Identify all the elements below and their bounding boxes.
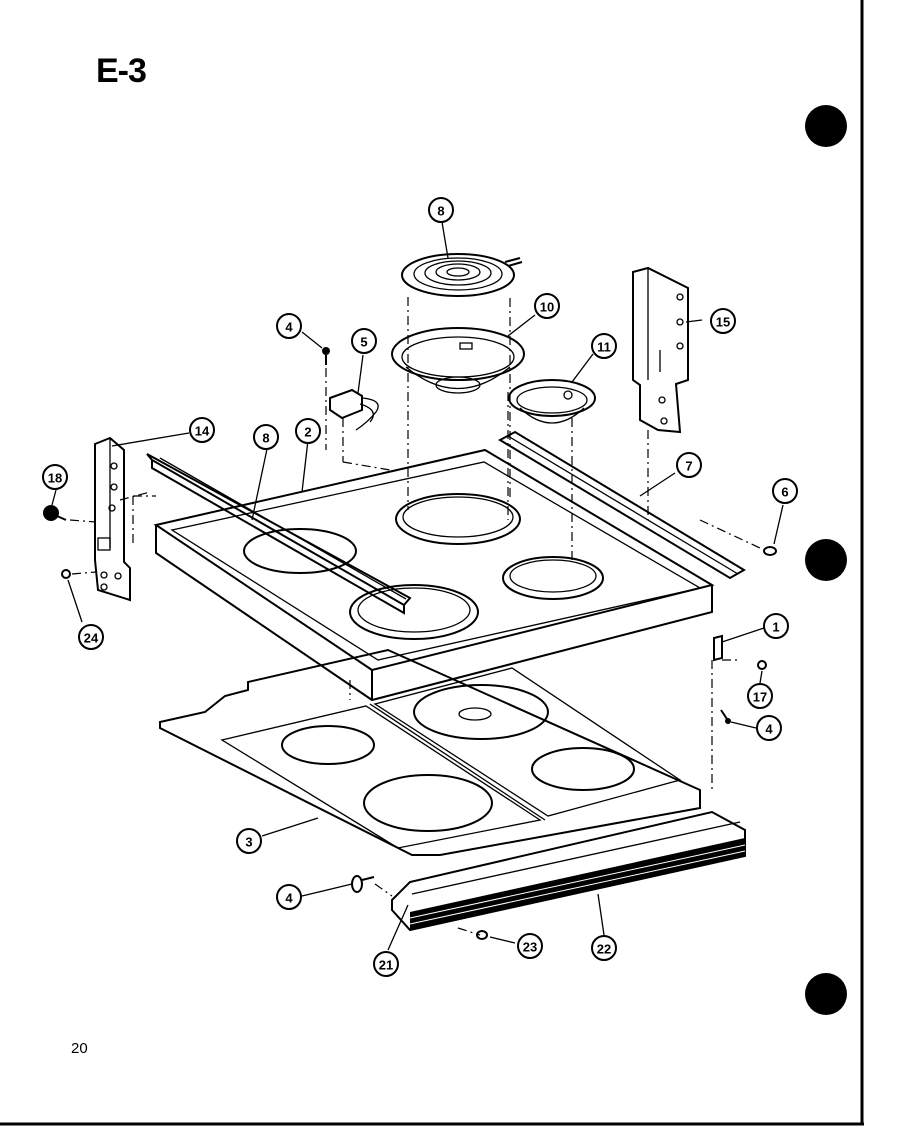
- callout-7: 7: [676, 452, 702, 478]
- cooktop-main-top: [153, 448, 715, 702]
- screw-4-right: [720, 709, 731, 724]
- callout-4-right: 4: [756, 715, 782, 741]
- callout-5: 5: [351, 328, 377, 354]
- knob-plug-18: [43, 505, 67, 521]
- screw-4-upper: [322, 347, 330, 365]
- diagram-title: E-3: [96, 52, 147, 90]
- callout-2: 2: [295, 418, 321, 444]
- svg-text:1: 1: [772, 620, 779, 635]
- svg-text:11: 11: [597, 340, 611, 355]
- callout-4-lower: 4: [276, 884, 302, 910]
- callout-4-top: 4: [276, 313, 302, 339]
- screw-4-lower: [351, 875, 375, 893]
- front-control-panel: [391, 810, 746, 932]
- svg-text:14: 14: [195, 424, 210, 439]
- callout-15: 15: [710, 308, 736, 334]
- callout-1: 1: [763, 613, 789, 639]
- svg-text:15: 15: [716, 315, 730, 330]
- svg-text:2: 2: [304, 425, 311, 440]
- callout-18: 18: [42, 464, 68, 490]
- front-trim-strip: [146, 453, 412, 615]
- binder-hole-top: [805, 105, 847, 147]
- svg-text:4: 4: [765, 722, 773, 737]
- svg-text:4: 4: [285, 320, 293, 335]
- svg-text:8: 8: [262, 431, 269, 446]
- small-bracket-right: [713, 634, 723, 662]
- rear-trim-strip: [497, 430, 746, 580]
- svg-text:3: 3: [245, 835, 252, 850]
- svg-text:8: 8: [437, 204, 444, 219]
- callout-9: 8: [428, 197, 454, 223]
- svg-text:10: 10: [540, 300, 554, 315]
- svg-text:17: 17: [753, 690, 767, 705]
- callout-14: 14: [189, 417, 215, 443]
- drip-bowl-large: [391, 327, 525, 394]
- callout-21: 21: [373, 951, 399, 977]
- surface-element-coil: [401, 253, 523, 297]
- svg-text:18: 18: [48, 471, 62, 486]
- callout-24: 24: [78, 624, 104, 650]
- callout-10: 10: [534, 293, 560, 319]
- lower-panel: [159, 648, 701, 856]
- svg-text:22: 22: [597, 942, 611, 957]
- side-bracket-right: [632, 266, 689, 434]
- callout-8: 8: [253, 424, 279, 450]
- callout-11: 11: [591, 333, 617, 359]
- side-bracket-left: [94, 436, 131, 602]
- binder-hole-bottom: [805, 973, 847, 1015]
- callout-17: 17: [747, 683, 773, 709]
- callout-6: 6: [772, 478, 798, 504]
- svg-text:6: 6: [781, 485, 788, 500]
- svg-text:24: 24: [84, 631, 99, 646]
- svg-text:4: 4: [285, 891, 293, 906]
- screw-23: [476, 930, 488, 940]
- leader-lines: [51, 221, 784, 951]
- fastener-6: [763, 546, 777, 556]
- svg-text:7: 7: [685, 459, 692, 474]
- callout-23: 23: [517, 933, 543, 959]
- svg-text:5: 5: [360, 335, 367, 350]
- svg-text:23: 23: [523, 940, 537, 955]
- svg-text:21: 21: [379, 958, 393, 973]
- terminal-block: [329, 388, 379, 431]
- drip-bowl-small: [508, 379, 596, 424]
- callout-3: 3: [236, 828, 262, 854]
- binder-hole-middle: [805, 539, 847, 581]
- page-number: 20: [71, 1040, 88, 1057]
- alignment-lines: [69, 297, 761, 936]
- callout-22: 22: [591, 935, 617, 961]
- screw-24: [61, 569, 71, 579]
- screw-17: [757, 660, 767, 670]
